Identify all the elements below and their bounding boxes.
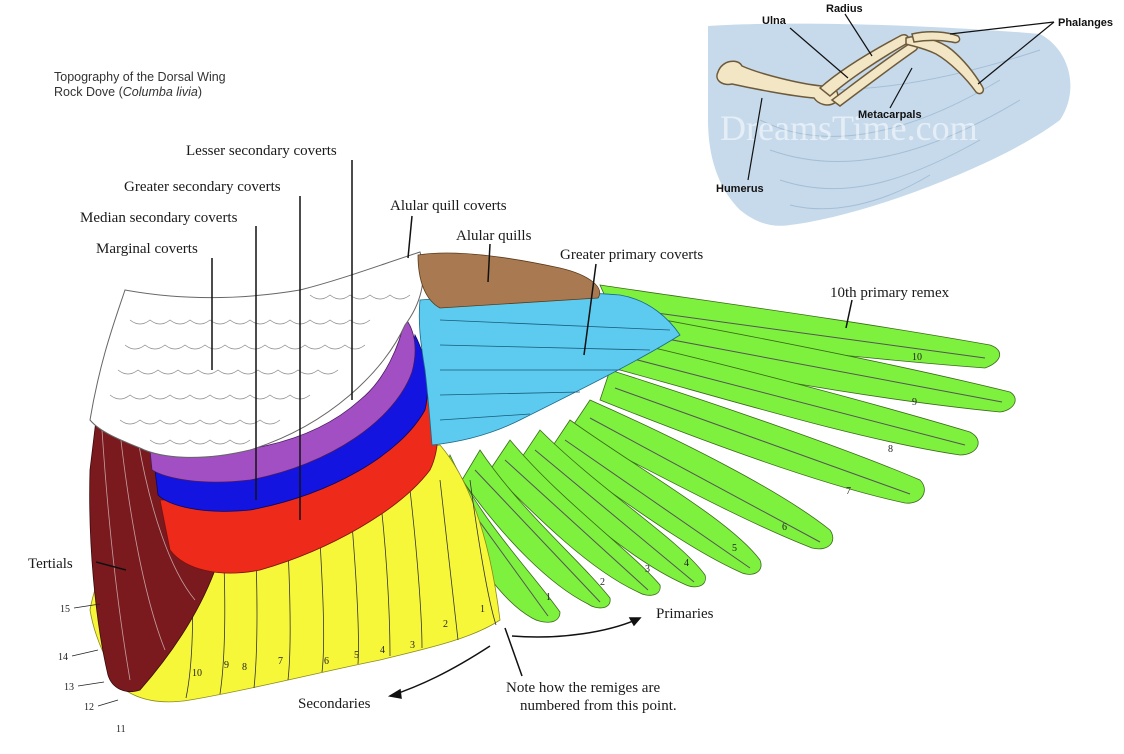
tertials-label: Tertials bbox=[28, 556, 73, 572]
radius-label: Radius bbox=[826, 3, 863, 15]
note-line-1: Note how the remiges are bbox=[506, 680, 660, 696]
skeleton-inset: DreamsTime.com Ulna Radius Phalanges Met… bbox=[708, 3, 1113, 226]
note-line-2: numbered from this point. bbox=[520, 698, 677, 714]
skeleton-pointer-lines bbox=[747, 13, 1055, 181]
main-wing: 1 2 3 4 5 6 7 8 9 10 1 2 3 4 5 6 7 8 9 1… bbox=[58, 251, 1016, 735]
secondary-number: 5 bbox=[354, 650, 359, 661]
secondary-numbers: 1 2 3 4 5 6 7 8 9 10 bbox=[192, 604, 485, 679]
phalanges-bone bbox=[911, 31, 961, 44]
marginal-coverts-label: Marginal coverts bbox=[96, 241, 198, 257]
primary-number: 1 bbox=[546, 592, 551, 603]
secondary-number: 6 bbox=[324, 656, 329, 667]
range-arrows bbox=[387, 617, 642, 699]
primary-number: 8 bbox=[888, 444, 893, 455]
primary-feather-8 bbox=[619, 339, 979, 456]
secondary-number: 9 bbox=[224, 660, 229, 671]
tertial-shafts bbox=[101, 429, 196, 681]
humerus-label: Humerus bbox=[716, 183, 764, 195]
primary-number: 10 bbox=[912, 352, 922, 363]
secondary-number: 8 bbox=[242, 662, 247, 673]
secondaries-label: Secondaries bbox=[298, 696, 371, 712]
alular-quills-label: Alular quills bbox=[456, 228, 532, 244]
primary-number: 4 bbox=[684, 558, 689, 569]
primary-number: 7 bbox=[846, 486, 851, 497]
primary-number: 5 bbox=[732, 543, 737, 554]
primary-feather-2 bbox=[461, 449, 611, 609]
wing-bones bbox=[716, 31, 985, 107]
primary-number: 2 bbox=[600, 577, 605, 588]
alular-quills-region bbox=[417, 252, 601, 309]
tertial-tick-lines bbox=[71, 603, 119, 707]
primary-numbers: 1 2 3 4 5 6 7 8 9 10 bbox=[546, 352, 922, 603]
wing-labels: Lesser secondary coverts Greater seconda… bbox=[28, 143, 950, 714]
tertial-number: 14 bbox=[58, 652, 68, 663]
skeleton-watermark: DreamsTime.com bbox=[720, 108, 978, 148]
greater-primary-coverts-label: Greater primary coverts bbox=[560, 247, 703, 263]
secondary-number: 1 bbox=[480, 604, 485, 615]
ulna-label: Ulna bbox=[762, 15, 787, 27]
secondary-number: 10 bbox=[192, 668, 202, 679]
tertial-number: 12 bbox=[84, 702, 94, 713]
tertial-numbers: 15 14 13 12 11 bbox=[58, 604, 126, 735]
primary-covert-shafts bbox=[439, 319, 671, 421]
primary-number: 3 bbox=[645, 564, 650, 575]
label-pointer-lines bbox=[95, 160, 853, 677]
lesser-secondary-coverts-label: Lesser secondary coverts bbox=[186, 143, 337, 159]
secondary-number: 7 bbox=[278, 656, 283, 667]
greater-secondary-coverts-label: Greater secondary coverts bbox=[124, 179, 281, 195]
diagram-title-block: Topography of the Dorsal Wing Rock Dove … bbox=[54, 70, 226, 100]
primaries-label: Primaries bbox=[656, 606, 714, 622]
marginal-scallop-pattern bbox=[109, 294, 411, 445]
primary-number: 9 bbox=[912, 397, 917, 408]
skeleton-wing-silhouette bbox=[708, 23, 1071, 226]
secondary-number: 3 bbox=[410, 640, 415, 651]
tenth-primary-remex-label: 10th primary remex bbox=[830, 285, 950, 301]
diagram-subtitle: Rock Dove (Columba livia) bbox=[54, 85, 202, 99]
primary-number: 6 bbox=[782, 522, 787, 533]
primary-feather-6 bbox=[569, 399, 834, 550]
median-secondary-coverts-label: Median secondary coverts bbox=[80, 210, 238, 226]
tertial-number: 11 bbox=[116, 724, 126, 735]
metacarpals-label: Metacarpals bbox=[858, 109, 922, 121]
diagram-title: Topography of the Dorsal Wing bbox=[54, 70, 226, 84]
secondary-number: 4 bbox=[380, 645, 385, 656]
primary-feather-3 bbox=[489, 439, 661, 596]
primary-feather-5 bbox=[549, 419, 762, 575]
species-name: Columba livia bbox=[122, 85, 198, 99]
secondary-number: 2 bbox=[443, 619, 448, 630]
tertial-number: 15 bbox=[60, 604, 70, 615]
tertial-number: 13 bbox=[64, 682, 74, 693]
lesser-secondary-coverts-region bbox=[149, 317, 416, 483]
phalanges-label: Phalanges bbox=[1058, 17, 1113, 29]
alular-quill-coverts-label: Alular quill coverts bbox=[390, 198, 507, 214]
